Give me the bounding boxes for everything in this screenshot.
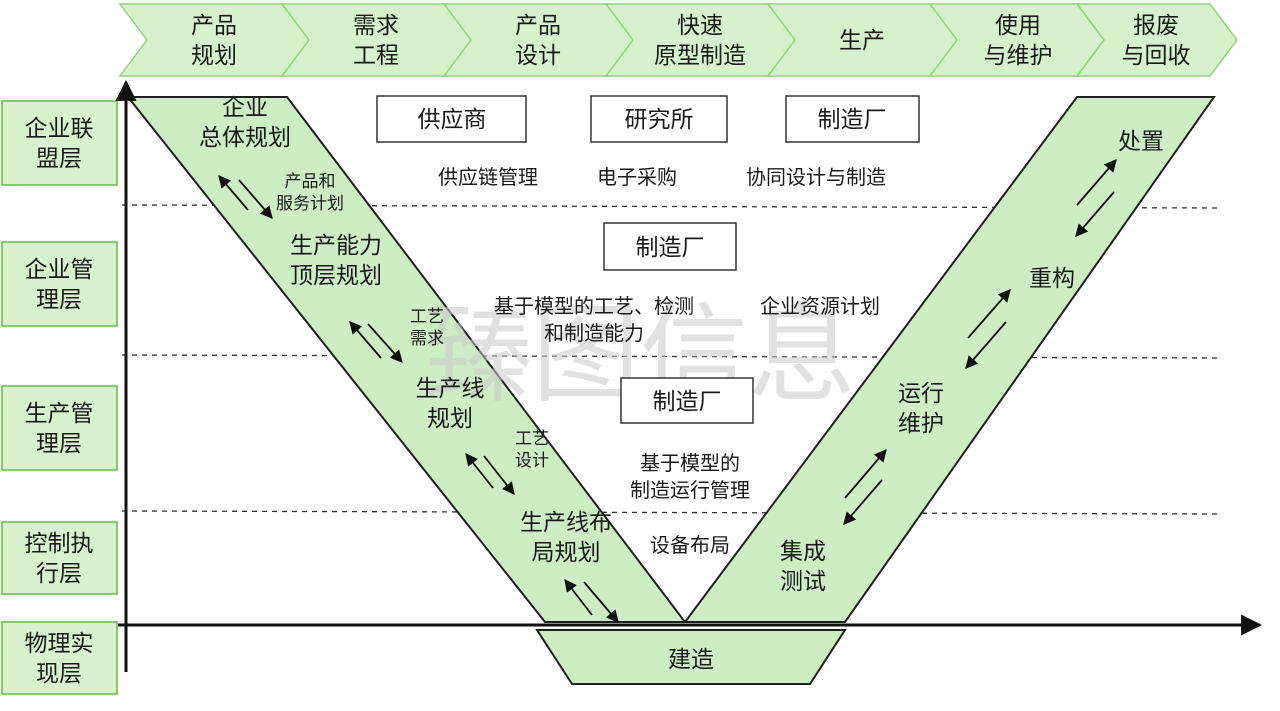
left-arrow-3-up bbox=[465, 453, 494, 489]
phase-label-4: 快速原型制造 bbox=[654, 13, 746, 69]
layer-label-1: 企业联盟层 bbox=[25, 116, 94, 172]
right-band-label-3: 运行维护 bbox=[898, 381, 944, 437]
left-arrow-4-up bbox=[564, 579, 593, 616]
layer-box-1 bbox=[1, 100, 118, 186]
right-band-label-2: 重构 bbox=[1029, 266, 1075, 292]
factory-label-2: 制造厂 bbox=[636, 235, 705, 261]
phase-chevrons bbox=[118, 3, 1238, 77]
separator-line-3 bbox=[121, 510, 1221, 515]
layer-label-5: 物理实现层 bbox=[25, 631, 94, 687]
left-band-label-1: 企业总体规划 bbox=[199, 95, 291, 151]
left-band-label-4: 生产线布局规划 bbox=[520, 510, 612, 566]
left-arrow-label-2: 工艺需求 bbox=[410, 307, 444, 349]
research-label: 研究所 bbox=[625, 107, 694, 133]
left-band-label-2: 生产能力顶层规划 bbox=[290, 233, 382, 289]
factory-label-1: 制造厂 bbox=[818, 107, 887, 133]
layer-box-4 bbox=[1, 521, 118, 595]
right-arrow-2-up bbox=[967, 289, 1011, 339]
left-arrow-2-up bbox=[349, 321, 382, 359]
phase-label-6: 使用与维护 bbox=[984, 13, 1053, 69]
eproc-text: 电子采购 bbox=[597, 165, 677, 189]
center-boxes bbox=[376, 95, 920, 424]
factory-box-2 bbox=[603, 222, 737, 271]
phase-chevron-7 bbox=[1075, 3, 1238, 77]
layer-box-2 bbox=[1, 241, 118, 327]
right-arrow-3-down bbox=[843, 479, 883, 525]
collab-text: 协同设计与制造 bbox=[746, 165, 886, 189]
left-arrow-3-down bbox=[483, 455, 515, 495]
mom-text-1: 基于模型的 bbox=[640, 451, 740, 475]
right-arrow-3-up bbox=[844, 449, 887, 499]
left-band-label-3: 生产线规划 bbox=[416, 376, 485, 432]
layer-box-3 bbox=[1, 385, 118, 471]
right-band-label-1: 处置 bbox=[1118, 129, 1164, 155]
phase-label-5: 生产 bbox=[839, 28, 885, 54]
right-arrow-2-down bbox=[965, 321, 1007, 369]
build-label: 建造 bbox=[668, 647, 714, 673]
layer-label-2: 企业管理层 bbox=[25, 257, 94, 313]
mbp-text-2: 和制造能力 bbox=[544, 321, 644, 345]
layer-label-4: 控制执行层 bbox=[25, 531, 94, 587]
right-arrows bbox=[843, 159, 1117, 525]
factory-label-3: 制造厂 bbox=[653, 389, 722, 415]
separator-line-2 bbox=[121, 354, 1221, 359]
right-arrow-1-down bbox=[1075, 191, 1115, 237]
factory-box-1 bbox=[785, 95, 920, 143]
supplier-label: 供应商 bbox=[418, 107, 487, 133]
layout-text: 设备布局 bbox=[650, 533, 730, 557]
left-arrow-label-1: 产品和服务计划 bbox=[276, 172, 344, 214]
right-arrow-1-up bbox=[1076, 159, 1117, 206]
scm-text: 供应链管理 bbox=[438, 165, 538, 189]
left-arrow-2-down bbox=[367, 323, 403, 363]
factory-box-3 bbox=[620, 377, 754, 424]
mom-text-2: 制造运行管理 bbox=[630, 478, 750, 502]
phase-label-1: 产品规划 bbox=[191, 13, 237, 69]
layer-boxes: 企业联盟层 企业管理层 生产管理层 控制执行层 物理实现层 bbox=[1, 100, 118, 695]
left-arrow-1-down bbox=[238, 179, 273, 219]
left-arrow-4-down bbox=[583, 581, 619, 623]
layer-box-5 bbox=[1, 621, 118, 695]
erp-text: 企业资源计划 bbox=[760, 294, 880, 318]
phase-label-3: 产品设计 bbox=[515, 13, 561, 69]
research-box bbox=[590, 95, 728, 143]
build-box bbox=[535, 629, 847, 685]
left-arrow-1-up bbox=[218, 175, 249, 211]
supplier-box bbox=[376, 95, 527, 143]
left-arrows bbox=[218, 175, 619, 623]
mbp-text-1: 基于模型的工艺、检测 bbox=[494, 294, 694, 318]
phase-label-2: 需求工程 bbox=[353, 13, 399, 69]
phase-label-7: 报废与回收 bbox=[1122, 13, 1191, 69]
phase-labels: 产品规划 需求工程 产品设计 快速原型制造 生产 使用与维护 报废与回收 bbox=[191, 13, 1191, 69]
left-arrow-label-3: 工艺设计 bbox=[515, 429, 549, 471]
right-band-label-4: 集成测试 bbox=[780, 539, 826, 595]
layer-label-3: 生产管理层 bbox=[25, 401, 94, 457]
